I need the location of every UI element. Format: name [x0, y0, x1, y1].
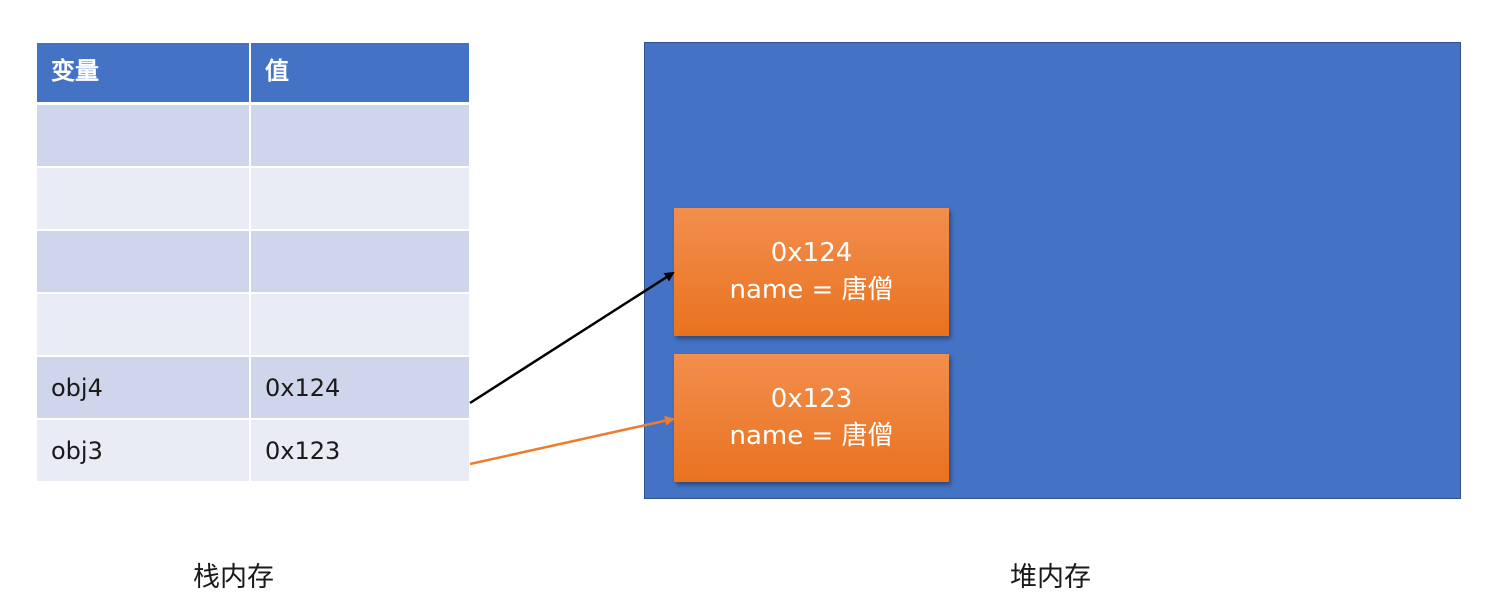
- table-row: [37, 294, 469, 357]
- object-content: name = 唐僧: [729, 421, 894, 451]
- stack-table: 变量 值 obj4 0x124 obj3 0x123: [37, 43, 469, 483]
- heap-object-0x124: 0x124 name = 唐僧: [674, 208, 949, 336]
- object-content: name = 唐僧: [729, 275, 894, 305]
- arrow-obj3-to-0x123: [469, 415, 675, 466]
- table-row: [37, 231, 469, 294]
- cell-value: [251, 231, 469, 294]
- cell-value: 0x123: [251, 420, 469, 483]
- cell-variable: [37, 105, 251, 168]
- cell-variable: obj4: [37, 357, 251, 420]
- cell-value: [251, 105, 469, 168]
- cell-variable: obj3: [37, 420, 251, 483]
- stack-header-row: 变量 值: [37, 43, 469, 105]
- stack-memory-caption: 栈内存: [193, 562, 274, 593]
- table-row: obj3 0x123: [37, 420, 469, 483]
- cell-value: [251, 168, 469, 231]
- object-address: 0x123: [770, 384, 853, 414]
- header-variable: 变量: [37, 43, 251, 105]
- cell-variable: [37, 231, 251, 294]
- table-row: [37, 105, 469, 168]
- heap-object-0x123: 0x123 name = 唐僧: [674, 354, 949, 482]
- table-row: obj4 0x124: [37, 357, 469, 420]
- arrow-obj4-to-0x124: [469, 271, 675, 405]
- table-row: [37, 168, 469, 231]
- object-address: 0x124: [770, 238, 853, 268]
- cell-value: 0x124: [251, 357, 469, 420]
- cell-variable: [37, 294, 251, 357]
- cell-value: [251, 294, 469, 357]
- cell-variable: [37, 168, 251, 231]
- heap-memory-caption: 堆内存: [1010, 562, 1091, 593]
- header-value: 值: [251, 43, 469, 105]
